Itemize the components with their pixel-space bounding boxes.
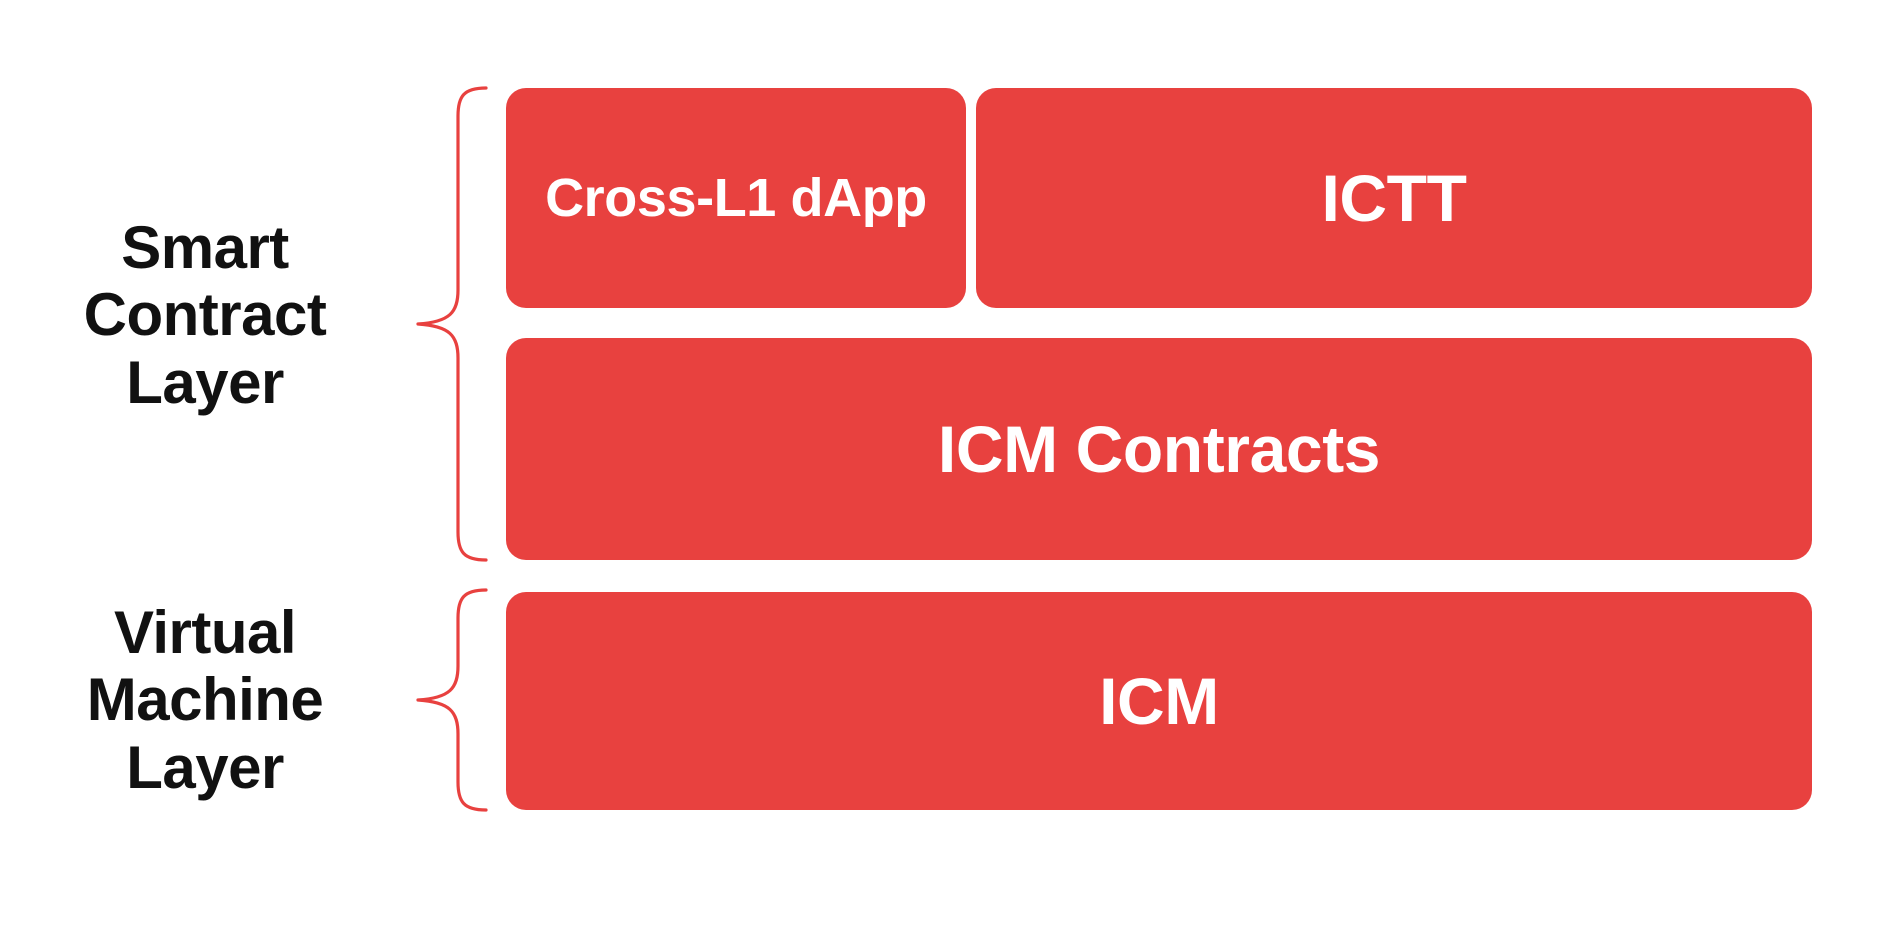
node-icm-contracts-label: ICM Contracts: [937, 412, 1381, 486]
node-cross-l1-dapp[interactable]: Cross-L1 dApp: [506, 88, 966, 308]
virtual-machine-layer-label: Virtual Machine Layer: [86, 599, 324, 801]
node-icm[interactable]: ICM: [506, 592, 1812, 810]
node-icm-contracts[interactable]: ICM Contracts: [506, 338, 1812, 560]
virtual-machine-layer-brace-icon: [416, 588, 488, 812]
node-cross-l1-dapp-label: Cross-L1 dApp: [545, 168, 927, 228]
smart-contract-layer-brace-icon: [416, 86, 488, 562]
node-icm-label: ICM: [1099, 664, 1219, 738]
node-ictt-label: ICTT: [1321, 161, 1467, 235]
smart-contract-layer-label: Smart Contract Layer: [83, 214, 327, 416]
node-ictt[interactable]: ICTT: [976, 88, 1812, 308]
